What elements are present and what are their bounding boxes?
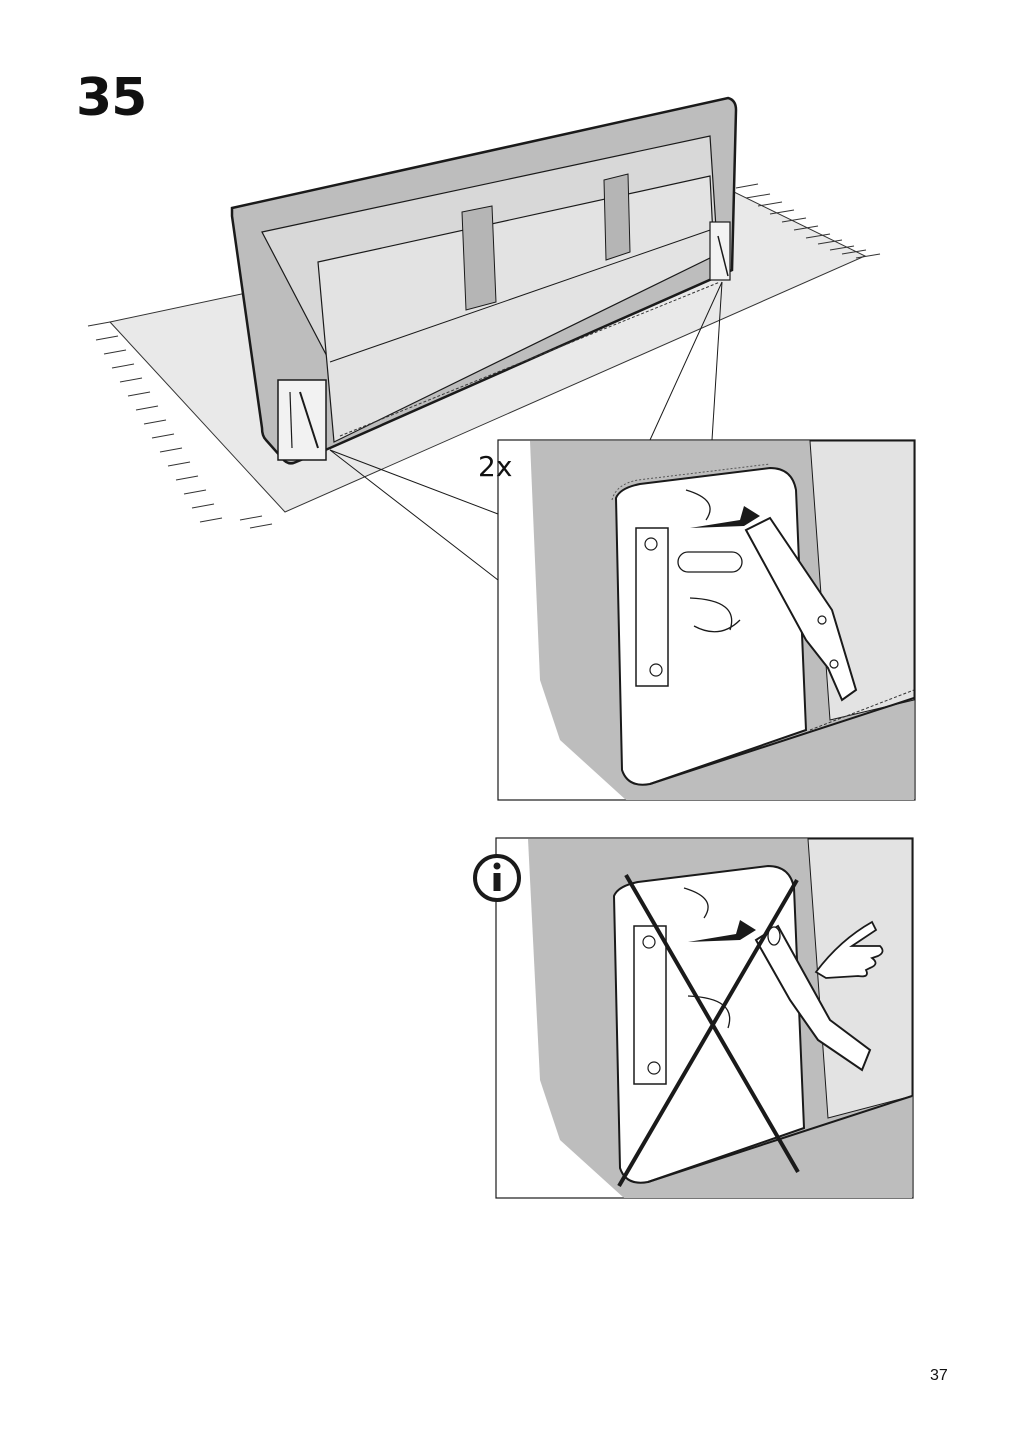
pointing-hand-icon [814, 920, 884, 979]
page-number: 37 [930, 1367, 948, 1384]
step-number: 35 [76, 68, 147, 128]
info-icon [473, 854, 521, 902]
sofa-back-panel [230, 96, 738, 465]
detail-panel-bottom [495, 837, 914, 1199]
callout-lines [329, 281, 723, 581]
quantity-label: 2x [478, 450, 513, 483]
detail-panel-top [497, 439, 916, 801]
